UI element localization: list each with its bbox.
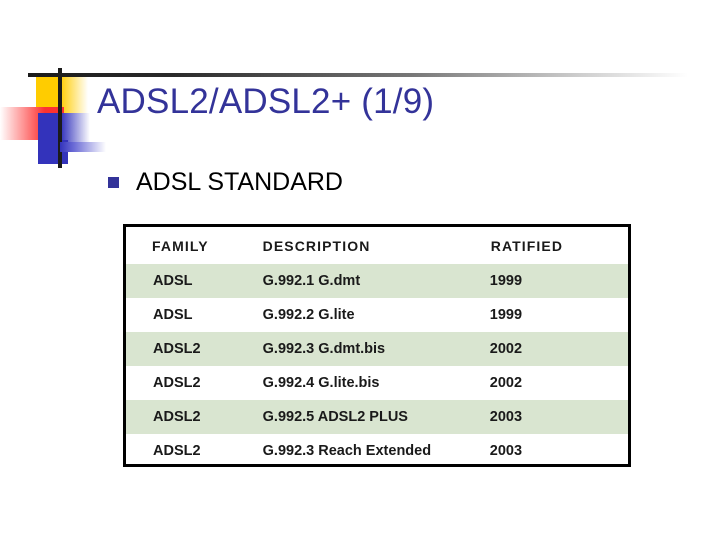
cell-description: G.992.5 ADSL2 PLUS xyxy=(262,409,408,425)
column-header-ratified: RATIFIED xyxy=(490,237,564,254)
logo-vertical-line xyxy=(58,68,62,168)
cell-description: G.992.2 G.lite xyxy=(262,307,355,323)
cell-ratified: 2002 xyxy=(489,341,523,357)
table-row: ADSL2 G.992.5 ADSL2 PLUS 2003 xyxy=(126,400,628,434)
cell-ratified: 1999 xyxy=(489,307,523,323)
cell-description: G.992.3 G.dmt.bis xyxy=(262,341,386,357)
cell-description: G.992.1 G.dmt xyxy=(262,273,361,289)
logo-blue-square xyxy=(38,113,90,142)
cell-family: ADSL2 xyxy=(153,443,201,459)
table-row: ADSL G.992.1 G.dmt 1999 xyxy=(126,264,628,298)
adsl-standards-table: FAMILY DESCRIPTION RATIFIED ADSL G.992.1… xyxy=(123,224,631,467)
title-underline-rule xyxy=(28,73,688,77)
title-underline-accent xyxy=(60,142,106,152)
page-title: ADSL2/ADSL2+ (1/9) xyxy=(97,82,435,121)
cell-family: ADSL2 xyxy=(153,341,201,357)
cell-family: ADSL xyxy=(153,307,193,323)
bullet-item: ADSL STANDARD xyxy=(108,168,343,197)
cell-description: G.992.3 Reach Extended xyxy=(262,443,432,459)
cell-ratified: 2003 xyxy=(489,409,523,425)
square-bullet-icon xyxy=(108,177,119,188)
table-row: ADSL G.992.2 G.lite 1999 xyxy=(126,298,628,332)
cell-family: ADSL2 xyxy=(153,409,201,425)
bullet-item-label: ADSL STANDARD xyxy=(136,168,343,196)
cell-ratified: 2003 xyxy=(489,443,523,459)
cell-family: ADSL2 xyxy=(153,375,201,391)
column-header-family: FAMILY xyxy=(152,237,209,254)
table-header-row: FAMILY DESCRIPTION RATIFIED xyxy=(126,227,628,264)
cell-ratified: 1999 xyxy=(489,273,523,289)
column-header-description: DESCRIPTION xyxy=(262,237,371,254)
decorative-logo xyxy=(0,68,108,168)
table-row: ADSL2 G.992.3 Reach Extended 2003 xyxy=(126,434,628,464)
table-row: ADSL2 G.992.4 G.lite.bis 2002 xyxy=(126,366,628,400)
table-row: ADSL2 G.992.3 G.dmt.bis 2002 xyxy=(126,332,628,366)
cell-ratified: 2002 xyxy=(489,375,523,391)
cell-family: ADSL xyxy=(153,273,193,289)
cell-description: G.992.4 G.lite.bis xyxy=(262,375,380,391)
